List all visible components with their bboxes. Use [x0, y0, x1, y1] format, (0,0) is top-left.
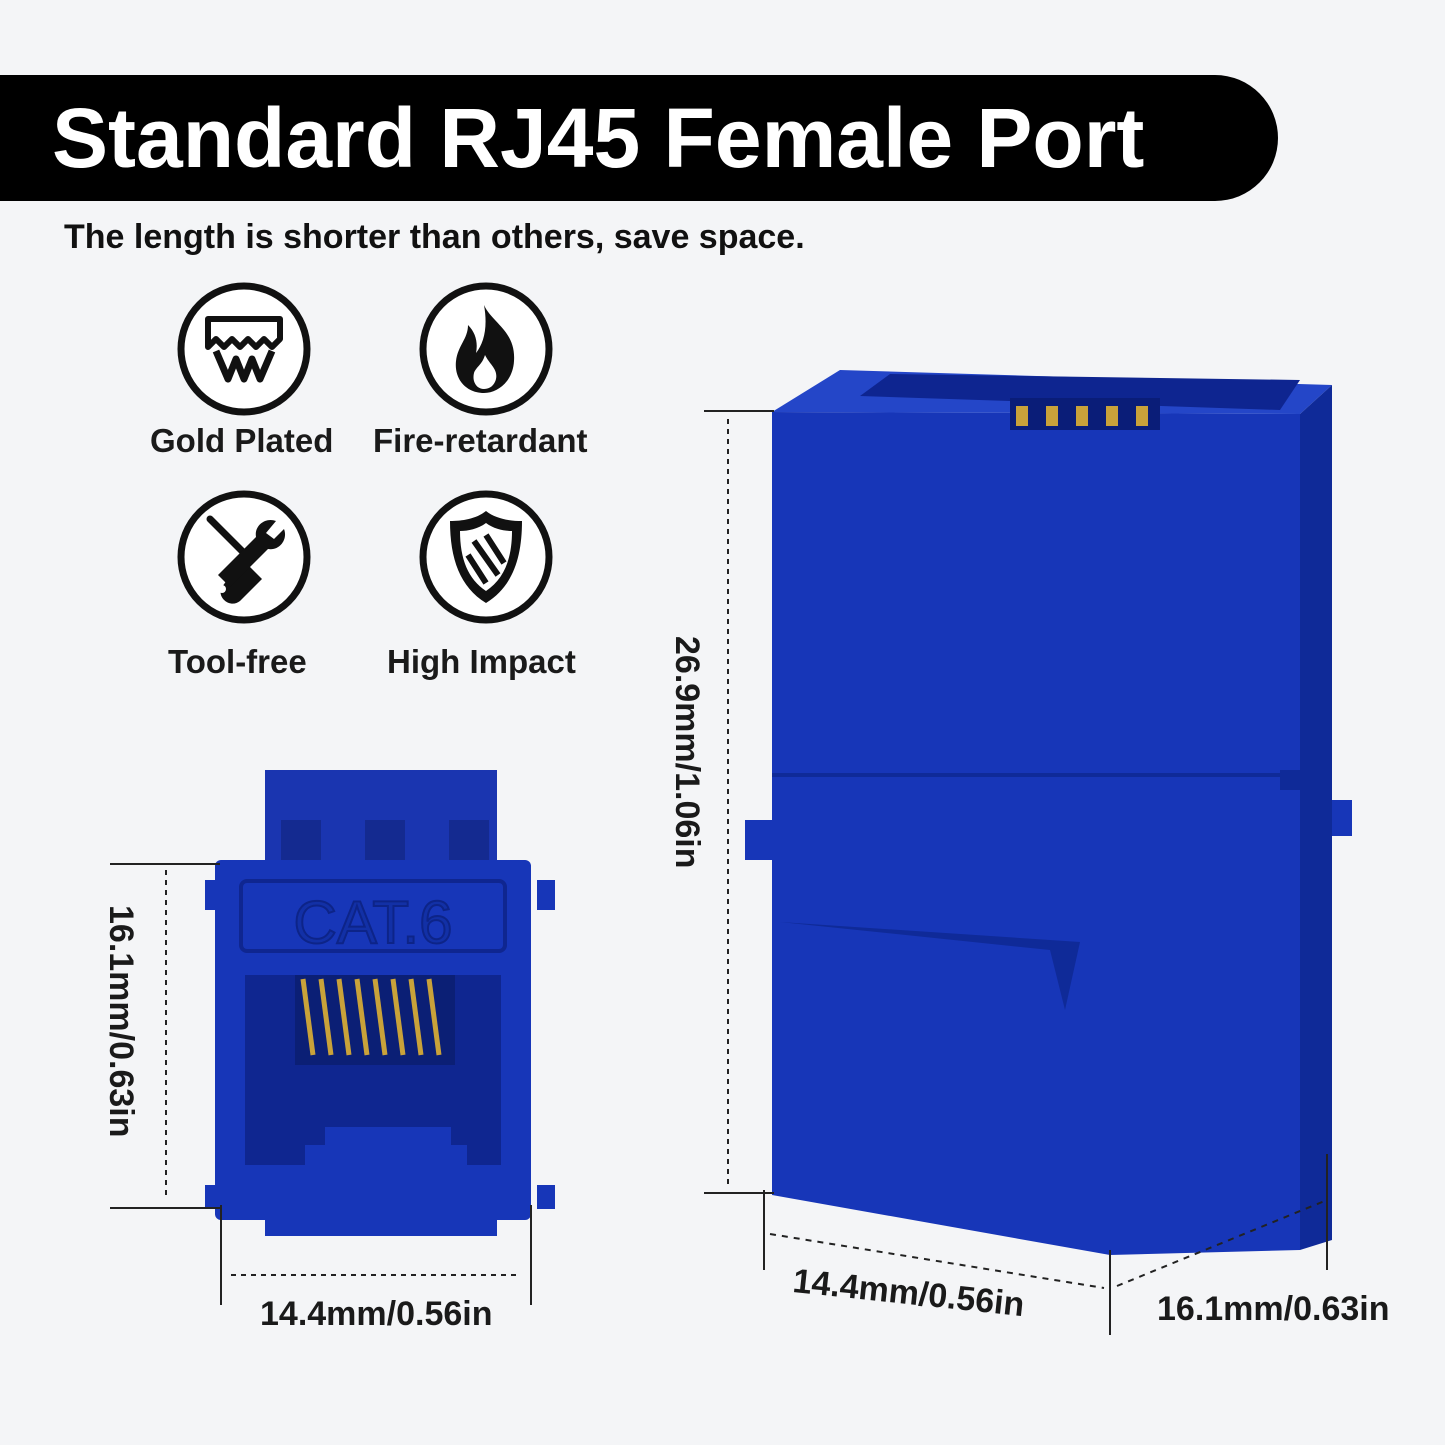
title-banner: [0, 75, 1278, 201]
coupler-width-dimension: [763, 1190, 1111, 1335]
inline-coupler-image: [745, 370, 1352, 1255]
flame-icon: [419, 282, 553, 416]
feature-label: High Impact: [387, 643, 576, 680]
keystone-height-dimension: [110, 863, 220, 1209]
shield-icon: [419, 490, 553, 624]
page-title: Standard RJ45 Female Port: [52, 91, 1145, 185]
keystone-marking: CAT.6: [294, 889, 453, 956]
screwdriver-wrench-icon: [177, 490, 311, 624]
feature-label: Gold Plated: [150, 422, 334, 459]
coupler-height-dimension: [704, 410, 774, 1194]
keystone-jack-image: CAT.6: [205, 770, 555, 1236]
keystone-width-dimension: [220, 1205, 532, 1305]
keystone-height-label: 16.1mm/0.63in: [102, 905, 140, 1138]
feature-label: Tool-free: [168, 643, 307, 680]
feature-label: Fire-retardant: [373, 422, 588, 459]
coupler-depth-dimension: [1116, 1154, 1328, 1287]
coupler-depth-label: 16.1mm/0.63in: [1157, 1290, 1390, 1328]
gold-contacts-icon: [177, 282, 311, 416]
page-subtitle: The length is shorter than others, save …: [64, 218, 805, 256]
keystone-width-label: 14.4mm/0.56in: [260, 1295, 493, 1333]
coupler-height-label: 26.9mm/1.06in: [668, 636, 706, 869]
